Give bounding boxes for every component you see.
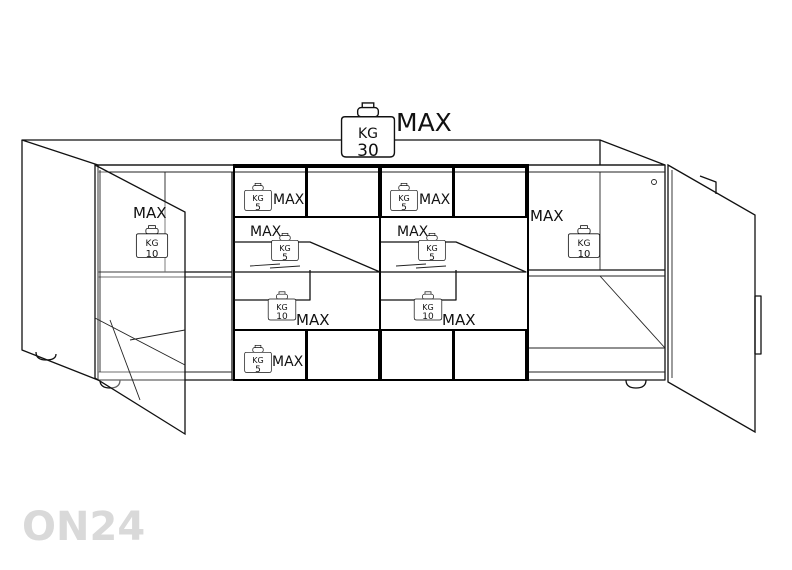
weight-top: KG 30 MAX	[340, 102, 452, 161]
weight-drawer-top-left: KG 5 MAX	[244, 182, 305, 213]
weight-drawer-top-left-unit: KG	[252, 194, 263, 203]
weight-left-shelf-max: MAX	[133, 204, 166, 222]
weight-right-shelf: KG 10 MAX	[530, 207, 601, 260]
weight-lower-left-value: 10	[276, 312, 288, 322]
watermark-logo: ON24	[22, 504, 145, 550]
weight-left-shelf-unit: KG	[146, 239, 159, 249]
weight-left-shelf-value: 10	[146, 249, 159, 260]
weight-drawer-top-right-max: MAX	[419, 192, 451, 208]
weight-drawer-top-left-value: 5	[255, 203, 261, 213]
weight-shelf-center-left: KG 5 MAX	[250, 224, 299, 263]
weight-shelf-center-right-max: MAX	[397, 224, 429, 240]
weight-top-unit: KG	[358, 126, 378, 142]
weight-drawer-bottom-left-value: 5	[255, 365, 261, 375]
weight-shelf-center-right-value: 5	[429, 253, 435, 263]
weight-drawer-top-right-unit: KG	[398, 194, 409, 203]
left-door	[94, 163, 186, 436]
weight-lower-right-value: 10	[422, 312, 434, 322]
right-door	[667, 163, 762, 434]
weight-right-shelf-unit: KG	[578, 239, 591, 249]
weight-shelf-center-left-max: MAX	[250, 224, 282, 240]
weight-lower-left-max: MAX	[296, 311, 329, 329]
weight-drawer-top-right-value: 5	[401, 203, 407, 213]
center-module	[233, 164, 529, 381]
weight-lower-left-unit: KG	[276, 303, 287, 312]
weight-lower-right-max: MAX	[442, 311, 475, 329]
weight-drawer-top-left-max: MAX	[273, 192, 305, 208]
weight-drawer-bottom-left-max: MAX	[272, 354, 304, 370]
weight-right-shelf-max: MAX	[530, 207, 563, 225]
weight-drawer-bottom-left-unit: KG	[252, 356, 263, 365]
weight-shelf-center-right: KG 5 MAX	[397, 224, 446, 263]
weight-shelf-center-right-unit: KG	[426, 244, 437, 253]
weight-drawer-top-right: KG 5 MAX	[390, 182, 451, 213]
weight-top-value: 30	[357, 141, 379, 161]
weight-shelf-center-left-unit: KG	[279, 244, 290, 253]
weight-drawer-bottom-left: KG 5 MAX	[244, 344, 304, 375]
weight-left-shelf: KG 10 MAX	[133, 204, 169, 260]
weight-top-max: MAX	[396, 108, 452, 137]
weight-right-shelf-value: 10	[578, 249, 591, 260]
weight-shelf-center-left-value: 5	[282, 253, 288, 263]
weight-lower-right-unit: KG	[422, 303, 433, 312]
weight-lower-right: KG 10 MAX	[413, 291, 475, 329]
weight-lower-left: KG 10 MAX	[267, 291, 329, 329]
